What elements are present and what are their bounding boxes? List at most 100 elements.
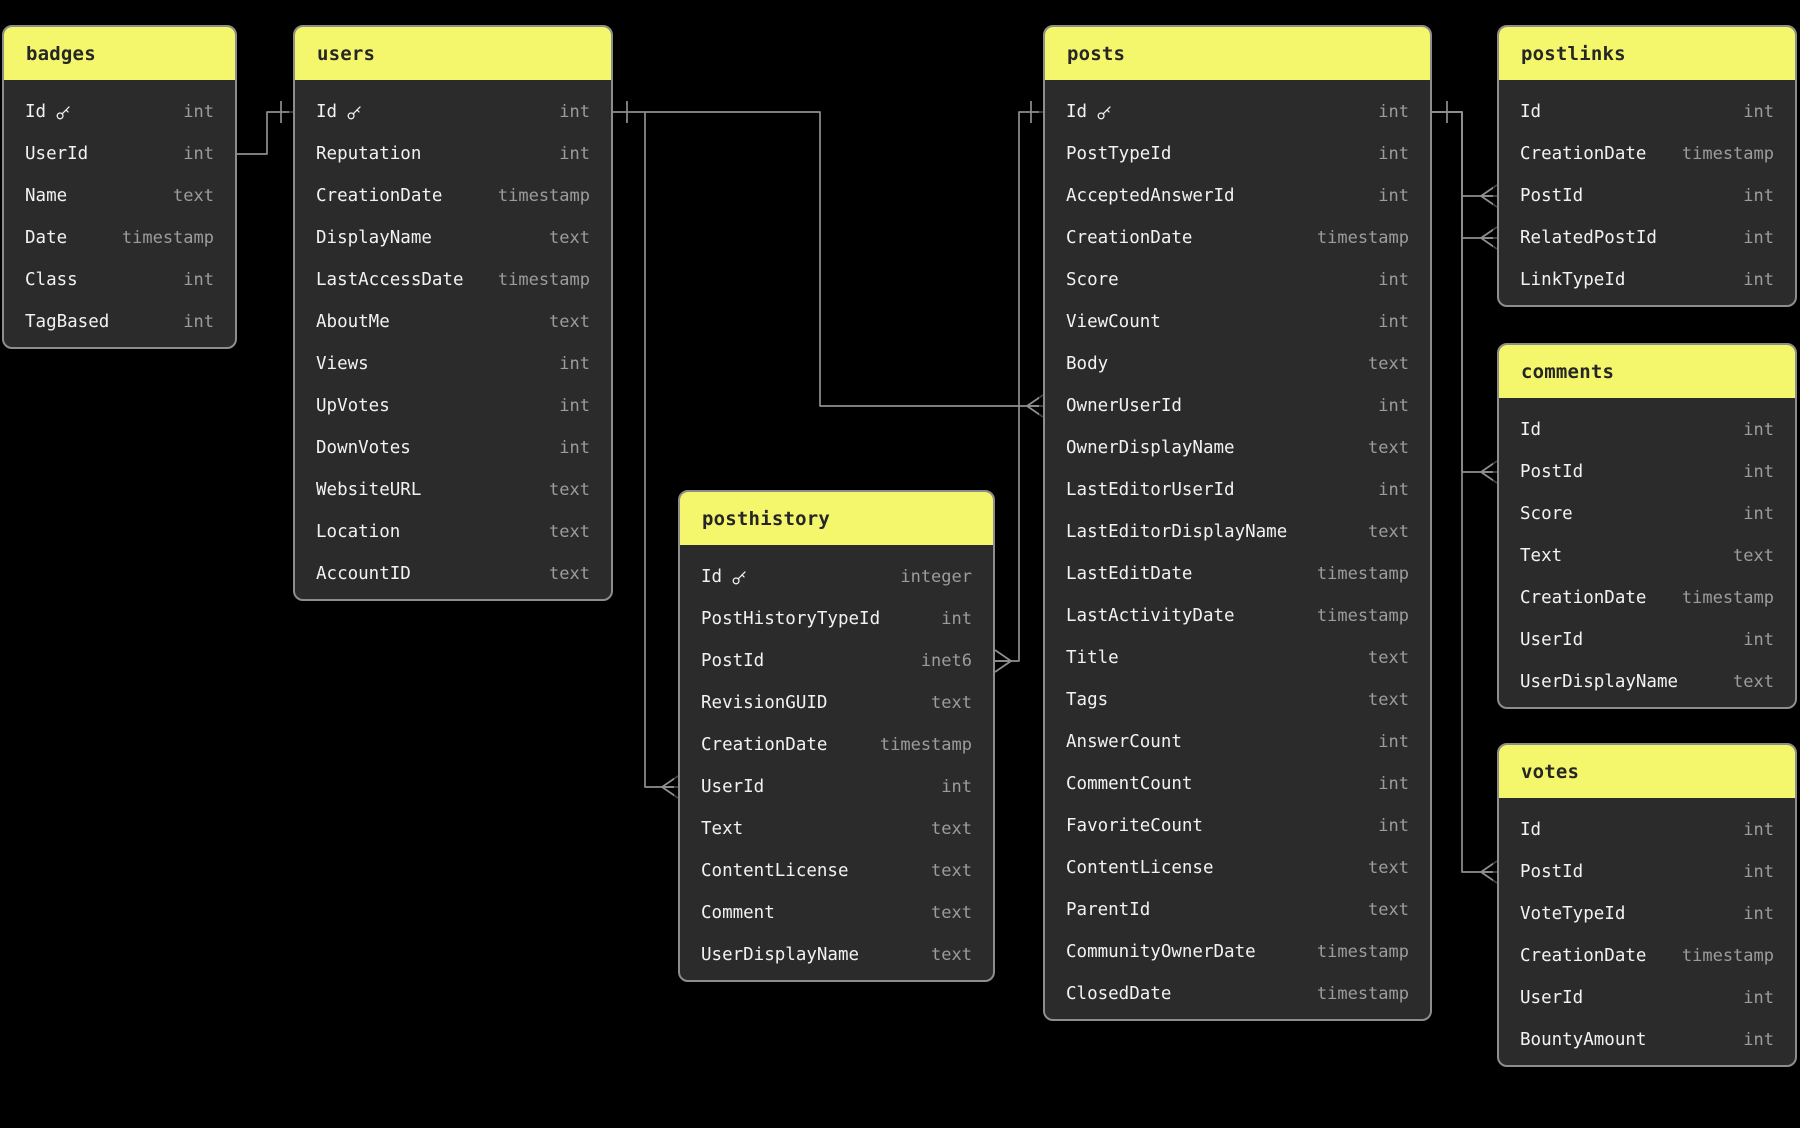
table-header-postlinks[interactable]: postlinks <box>1499 27 1795 80</box>
field-type: int <box>941 609 972 629</box>
field-type: text <box>549 228 590 248</box>
field-type: timestamp <box>497 186 590 206</box>
field-name: OwnerDisplayName <box>1066 438 1235 458</box>
table-header-posthistory[interactable]: posthistory <box>680 492 993 545</box>
field-type: text <box>1368 648 1409 668</box>
field-type: int <box>559 354 590 374</box>
field-type: integer <box>900 567 972 587</box>
field-type: timestamp <box>1316 942 1409 962</box>
field-name: LastEditorDisplayName <box>1066 522 1288 542</box>
table-header-votes[interactable]: votes <box>1499 745 1795 798</box>
table-header-comments[interactable]: comments <box>1499 345 1795 398</box>
field-type: int <box>1378 144 1409 164</box>
table-title: posts <box>1067 42 1126 65</box>
table-header-users[interactable]: users <box>295 27 611 80</box>
field-type: int <box>559 144 590 164</box>
table-header-badges[interactable]: badges <box>4 27 235 80</box>
table-header-posts[interactable]: posts <box>1045 27 1430 80</box>
field-name: Date <box>25 228 68 248</box>
field-type: timestamp <box>1316 564 1409 584</box>
table-title: postlinks <box>1521 42 1626 65</box>
field-name: DownVotes <box>316 438 411 458</box>
field-type: int <box>1743 862 1774 882</box>
field-name: AcceptedAnswerId <box>1066 186 1235 206</box>
